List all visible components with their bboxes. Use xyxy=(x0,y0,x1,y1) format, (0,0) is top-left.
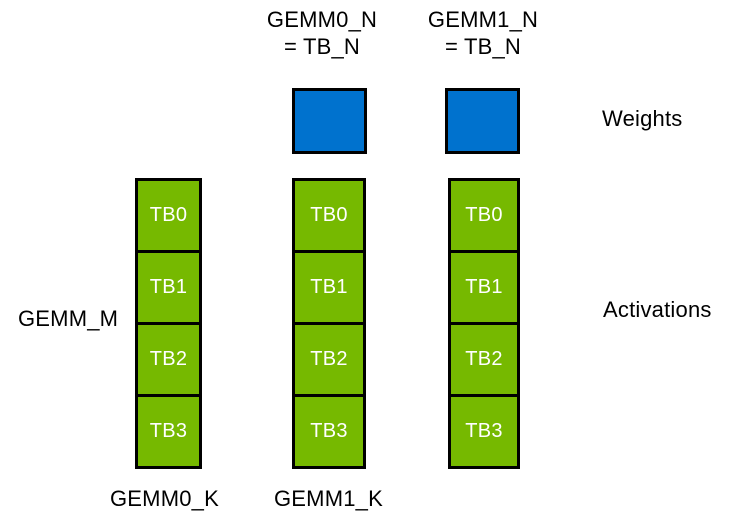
gemm0-input-activations-column: TB0 TB1 TB2 TB3 xyxy=(135,178,202,469)
thread-block-tb3: TB3 xyxy=(135,394,202,469)
thread-block-tb1: TB1 xyxy=(448,250,520,325)
thread-block-tb1: TB1 xyxy=(135,250,202,325)
gemm1-weights-square xyxy=(445,88,520,154)
gemm1-n-dimension-label-line2: = TB_N xyxy=(445,34,521,59)
weights-legend-label: Weights xyxy=(602,106,683,131)
gemm0-n-dimension-label-line1: GEMM0_N xyxy=(266,7,378,32)
thread-block-tb0: TB0 xyxy=(292,178,366,253)
gemm1-k-dimension-label: GEMM1_K xyxy=(274,486,383,511)
activations-legend-label: Activations xyxy=(603,297,712,322)
gemm0-n-dimension-label: GEMM0_N = TB_N xyxy=(240,6,404,60)
gemm1-output-activations-column: TB0 TB1 TB2 TB3 xyxy=(448,178,520,469)
thread-block-tb3: TB3 xyxy=(292,394,366,469)
gemm-m-dimension-label: GEMM_M xyxy=(18,306,119,331)
thread-block-tb3: TB3 xyxy=(448,394,520,469)
thread-block-tb2: TB2 xyxy=(292,322,366,397)
thread-block-tb0: TB0 xyxy=(448,178,520,253)
gemm1-n-dimension-label-line1: GEMM1_N xyxy=(427,7,539,32)
gemm0-n-dimension-label-line2: = TB_N xyxy=(284,34,360,59)
gemm0-k-dimension-label: GEMM0_K xyxy=(110,486,219,511)
thread-block-tb2: TB2 xyxy=(448,322,520,397)
thread-block-tb0: TB0 xyxy=(135,178,202,253)
thread-block-tb1: TB1 xyxy=(292,250,366,325)
gemm0-output-activations-column: TB0 TB1 TB2 TB3 xyxy=(292,178,366,469)
gemm1-n-dimension-label: GEMM1_N = TB_N xyxy=(401,6,565,60)
gemm0-weights-square xyxy=(292,88,367,154)
thread-block-tb2: TB2 xyxy=(135,322,202,397)
